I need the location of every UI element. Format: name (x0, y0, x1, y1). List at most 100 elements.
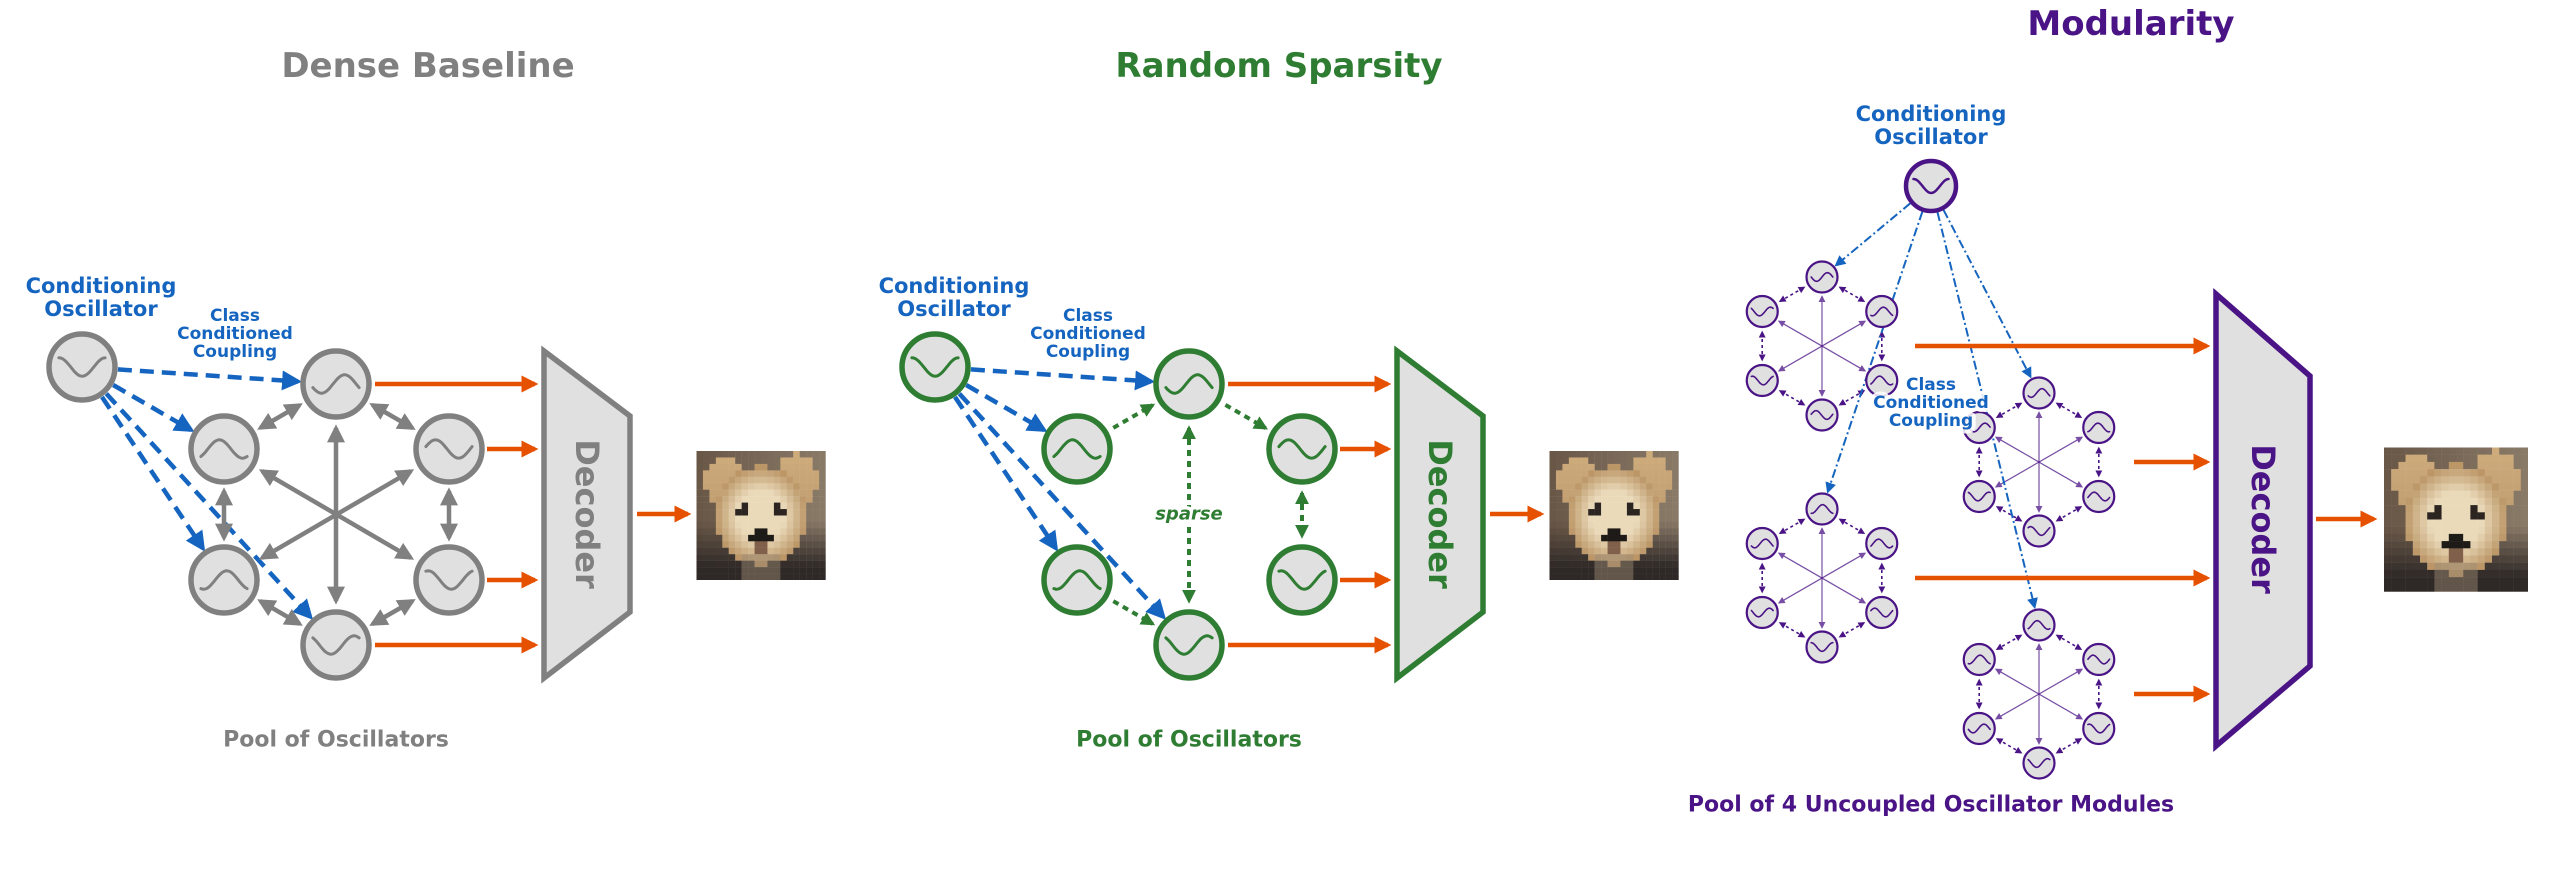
sine-wave-icon (1967, 723, 1991, 734)
pool-oscillator-ur (1266, 413, 1338, 485)
oscillator-circle (899, 331, 971, 403)
sine-wave-icon (910, 356, 960, 378)
oscillator-circle (1962, 642, 1996, 677)
oscillator-circle (1805, 492, 1839, 526)
module-oscillator (1962, 410, 1996, 445)
oscillator-circle (1903, 158, 1959, 214)
sparse-coupling-arrow (1224, 403, 1269, 430)
panel-title: Dense Baseline (281, 46, 574, 86)
module-spoke-arrow (1994, 668, 2084, 720)
sine-wave-icon (1870, 375, 1894, 386)
conditioning-coupling-arrow (957, 392, 1167, 620)
module-spoke-arrow (1777, 552, 1867, 604)
decoder-block (1394, 345, 1486, 684)
conditioning-coupling-arrow (117, 367, 303, 391)
module-coupling-arrow (1838, 518, 1866, 535)
module-oscillator (2082, 711, 2116, 746)
conditioning-oscillator-label: Oscillator (897, 297, 1011, 321)
conditioning-coupling-arrow (104, 392, 314, 620)
conditioning-oscillator-label: Oscillator (44, 297, 158, 321)
coupling-label: Class (1063, 306, 1113, 326)
sine-wave-icon (1810, 409, 1834, 421)
sine-wave-icon (2087, 422, 2111, 433)
module-oscillator (1745, 363, 1779, 398)
output-image (696, 451, 826, 580)
oscillator-circle (1962, 479, 1996, 514)
dense-coupling-edges (100, 367, 539, 654)
sparse-label: sparse (1155, 504, 1223, 525)
oscillator-circle (1865, 595, 1899, 630)
coupling-label: Conditioned (177, 324, 293, 344)
sparse-oscillator-pool (899, 331, 1338, 681)
pool-oscillator-ll (188, 544, 260, 616)
sine-wave-icon (1052, 438, 1102, 460)
conditioning-coupling-arrow (970, 367, 1156, 391)
module-spoke-arrow (1777, 320, 1867, 372)
module-coupling-arrow (1995, 634, 2023, 651)
sine-wave-icon (311, 634, 361, 656)
oscillator-circle (1266, 544, 1338, 616)
conditioning-oscillator-label: Conditioning (879, 274, 1030, 298)
sine-wave-icon (1870, 538, 1894, 549)
modular-coupling-edges (1758, 202, 2211, 754)
sine-wave-icon (199, 438, 249, 460)
decoder-block (2213, 287, 2313, 752)
module-oscillator (1962, 479, 1996, 514)
oscillator-circle (2022, 376, 2056, 410)
oscillator-circle (2022, 514, 2056, 548)
module-oscillator (2082, 479, 2116, 514)
pool-oscillator-ul (1041, 413, 1113, 485)
oscillator-circle (46, 331, 118, 403)
module-oscillator (1805, 492, 1839, 526)
sine-wave-icon (1870, 306, 1894, 317)
sine-wave-icon (1810, 271, 1834, 283)
output-image (1549, 451, 1679, 580)
module-oscillator (1745, 294, 1779, 329)
decoder-label: Decoder (568, 439, 606, 589)
oscillator-circle (2022, 608, 2056, 642)
conditioning-oscillator-label: Conditioning (1856, 102, 2007, 126)
module-coupling-arrow (2055, 738, 2083, 754)
conditioning-coupling-arrow (1942, 209, 2032, 379)
module-coupling-arrow (1778, 390, 1806, 406)
module-coupling-arrow (2055, 402, 2083, 419)
module-oscillator (1805, 398, 1839, 432)
oscillator-circle (1745, 294, 1779, 329)
coupling-arrow (369, 402, 416, 431)
conditioning-coupling-arrow (953, 395, 1059, 552)
oscillator-circle (1745, 363, 1779, 398)
module-coupling-arrow (1838, 390, 1866, 406)
coupling-arrow (257, 599, 303, 626)
coupling-arrow (258, 469, 415, 560)
module-coupling-arrow (2055, 634, 2083, 651)
module-coupling-arrow (1778, 518, 1806, 535)
pool-oscillator-ll (1041, 544, 1113, 616)
sparse-coupling-edges (953, 367, 1392, 654)
sine-wave-icon (424, 569, 474, 591)
sine-wave-icon (1810, 503, 1834, 515)
oscillator-circle (2082, 711, 2116, 746)
coupling-arrow (257, 403, 303, 430)
oscillator-module-2-edges (1975, 402, 2103, 522)
panel-title: Random Sparsity (1115, 46, 1442, 86)
generated-dog-image (2384, 447, 2528, 592)
oscillator-circle (1153, 348, 1225, 420)
conditioning-oscillator (1903, 158, 1959, 214)
conditioning-oscillator-label: Conditioning (26, 274, 177, 298)
sine-wave-icon (1750, 306, 1774, 317)
sine-wave-icon (2027, 387, 2051, 399)
coupling-label: Class (210, 306, 260, 326)
decoder-label: Decoder (2244, 444, 2282, 594)
sine-wave-icon (2027, 757, 2051, 769)
module-oscillator (2022, 608, 2056, 642)
oscillator-circle (1865, 294, 1899, 329)
conditioning-coupling-arrow (112, 383, 195, 433)
conditioning-coupling-arrow (965, 383, 1048, 433)
sine-wave-icon (1967, 654, 1991, 665)
module-oscillator (1805, 630, 1839, 664)
sine-wave-icon (1277, 438, 1327, 460)
module-oscillator (1805, 260, 1839, 294)
module-oscillator (1962, 711, 1996, 746)
oscillator-circle (188, 413, 260, 485)
